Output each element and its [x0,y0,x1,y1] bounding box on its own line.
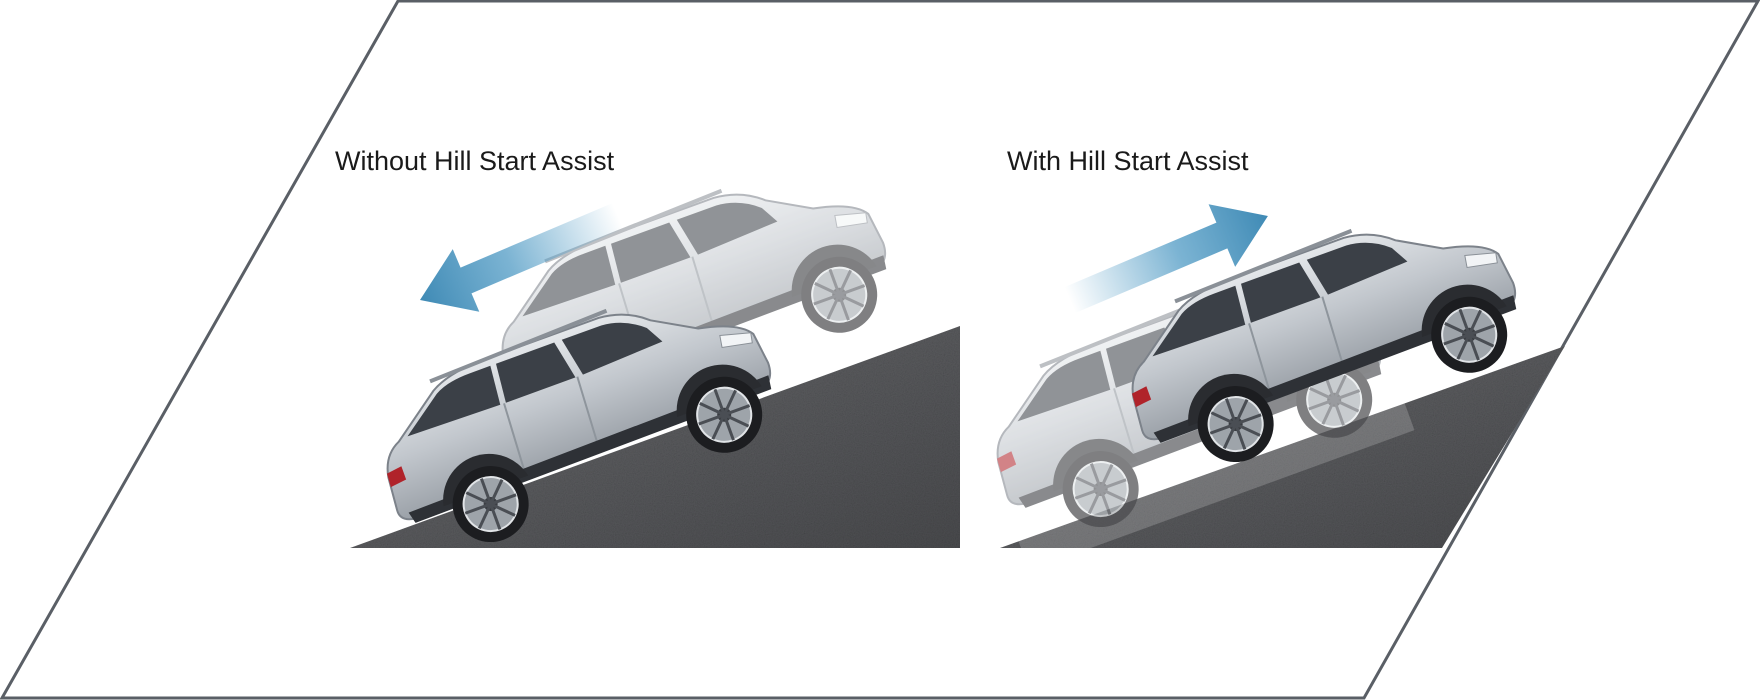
arrow-left-icon [420,203,624,312]
caption-with-assist: With Hill Start Assist [1007,146,1249,176]
panel-with-assist [960,182,1565,571]
panel-without-assist [350,137,960,573]
caption-without-assist: Without Hill Start Assist [335,146,615,176]
arrow-right-icon [1064,204,1268,313]
road-slope-right [1000,346,1565,548]
